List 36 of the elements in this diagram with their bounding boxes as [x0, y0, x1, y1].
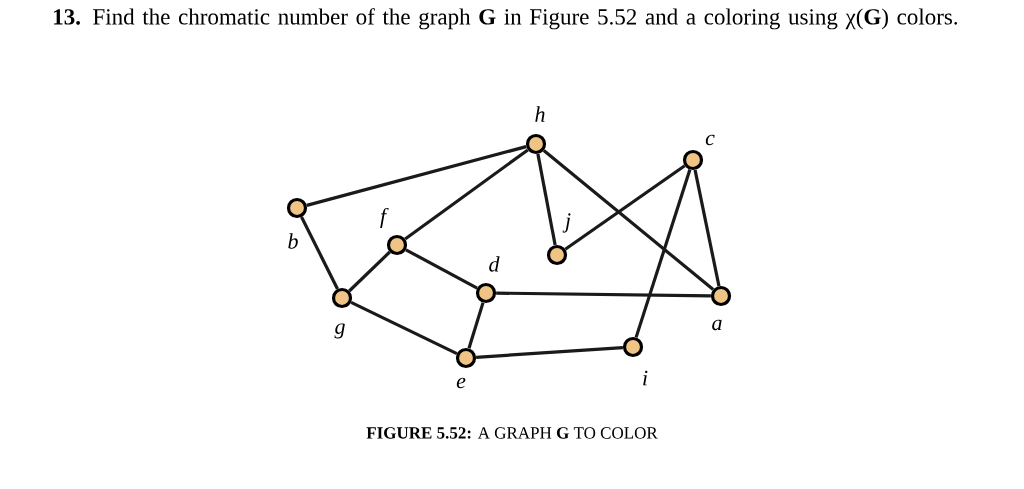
figure-caption: FIGURE 5.52: A GRAPH G TO COLOR [366, 427, 658, 439]
vertex-label: d [489, 256, 500, 272]
vertex-label: c [705, 134, 715, 146]
edge [348, 250, 391, 293]
edge [306, 145, 527, 207]
vertex [386, 234, 408, 256]
vertex [710, 285, 732, 307]
edge [564, 164, 686, 251]
vertex [682, 149, 704, 171]
edge [542, 149, 715, 291]
vertex [622, 336, 644, 358]
edge [467, 302, 485, 349]
vertex-label: b [288, 233, 298, 249]
vertex [331, 287, 353, 309]
vertex-label: j [562, 213, 571, 233]
vertex [286, 197, 308, 219]
vertex [525, 133, 547, 155]
edge [693, 169, 721, 287]
vertex [475, 282, 497, 304]
edge [300, 216, 339, 290]
edge [536, 153, 557, 246]
vertex-label: f [380, 207, 389, 229]
edge [476, 346, 624, 359]
vertex-label: a [712, 319, 722, 331]
vertex-label: h [535, 106, 545, 122]
edge [350, 300, 458, 356]
edge [404, 148, 529, 241]
vertex [546, 244, 568, 266]
edge [496, 291, 711, 298]
vertex-label: i [643, 370, 648, 386]
vertex [455, 347, 477, 369]
vertex-label: g [334, 323, 345, 339]
edge [405, 248, 478, 290]
question-text: 13. Find the chromatic number of the graph G in Figure 5.52 and a coloring using χ(G) colors. [54, 8, 958, 30]
edge [634, 169, 692, 338]
vertex-label: e [456, 377, 466, 389]
